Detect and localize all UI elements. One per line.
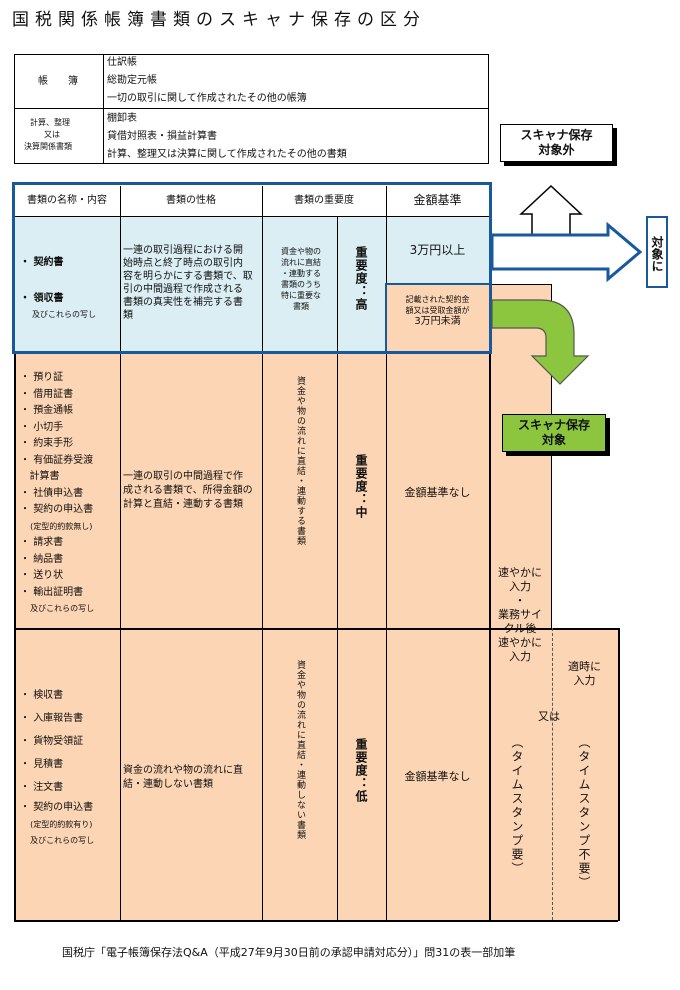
high-nature: 一連の取引過程における開始時点と終了時点の取引内容を明らかにする書類で、取 引の… <box>123 245 253 321</box>
mid-amount: 金額基準なし <box>404 486 471 499</box>
ledger-item: 貸借対照表・損益計算書 <box>107 131 217 142</box>
input-prompt: 速やかに入力 ・ 業務サイクル後 速やかに入力 <box>498 566 542 663</box>
low-level: 重要度：低 <box>354 738 368 803</box>
mid-items: ・ 預り証 ・ 借用証書 ・ 預金通帳 ・ 小切手 ・ 約束手形 ・ 有価証券受… <box>20 372 95 613</box>
ledger-item: 総勘定元帳 <box>107 75 157 86</box>
up-arrow-icon <box>519 184 583 239</box>
ledger-label: 帳 簿 <box>38 76 78 87</box>
out-of-scope-box: スキャナ保存対象外 <box>500 124 613 162</box>
mid-level: 重要度：中 <box>354 454 368 519</box>
timestamp-required: （タイムスタンプ要） <box>510 736 524 876</box>
high-item: ・ 領収書 <box>20 293 64 304</box>
page-title: 国税関係帳簿書類のスキャナ保存の区分 <box>12 10 426 30</box>
ledger-label: 又は <box>44 130 60 139</box>
low-items: ・ 検収書 ・ 入庫報告書 ・ 貨物受領証 ・ 見積書 ・ 注文書 ・ 契約の申… <box>20 690 95 845</box>
right-arrow-icon <box>490 221 643 283</box>
low-flow: 資金や物の流れに直結・連動しない書類 <box>295 660 305 840</box>
ledger-item: 仕訳帳 <box>107 57 137 68</box>
ledger-table <box>14 54 489 164</box>
header-nature: 書類の性格 <box>166 195 216 206</box>
high-note: 及びこれらの写し <box>32 310 96 319</box>
low-nature: 資金の流れや物の流れに直結・連動しない書類 <box>123 765 243 790</box>
input-or: 又は <box>538 710 560 723</box>
high-amount-above: 3万円以上 <box>409 243 466 257</box>
timestamp-not-required: （タイムスタンプ不要） <box>577 736 591 890</box>
ledger-item: 計算、整理又は決算に関して作成されたその他の書類 <box>107 149 347 160</box>
header-importance: 書類の重要度 <box>294 195 354 206</box>
ledger-item: 一切の取引に関して作成されたその他の帳簿 <box>107 93 307 104</box>
ledger-item: 棚卸表 <box>107 113 137 124</box>
green-curved-arrow-icon <box>491 299 590 385</box>
in-scope-box: スキャナ保存対象 <box>502 414 606 452</box>
ledger-label: 計算、整理 <box>30 118 70 127</box>
target-side-box: 対象に <box>646 216 668 288</box>
high-level: 重要度：高 <box>354 246 368 311</box>
high-flow: 資金や物の流れに直結・連動する 書類のうち特に重要な書類 <box>281 247 321 311</box>
source-note: 国税庁「電子帳簿保存法Q&A（平成27年9月30日前の承認申請対応分）」問31の… <box>62 946 516 959</box>
low-amount: 金額基準なし <box>404 770 471 783</box>
header-amount: 金額基準 <box>413 193 462 207</box>
ledger-label: 決算関係書類 <box>24 142 72 151</box>
mid-nature: 一連の取引の中間過程で作成される書類で、所得金額の計算と直結・連動する書類 <box>123 471 253 510</box>
mid-flow: 資金や物の流れに直結・連動する書類 <box>295 376 305 546</box>
input-timely: 適時に入力 <box>568 660 601 687</box>
header-name: 書類の名称・内容 <box>27 195 107 206</box>
high-item: ・ 契約書 <box>20 257 64 268</box>
